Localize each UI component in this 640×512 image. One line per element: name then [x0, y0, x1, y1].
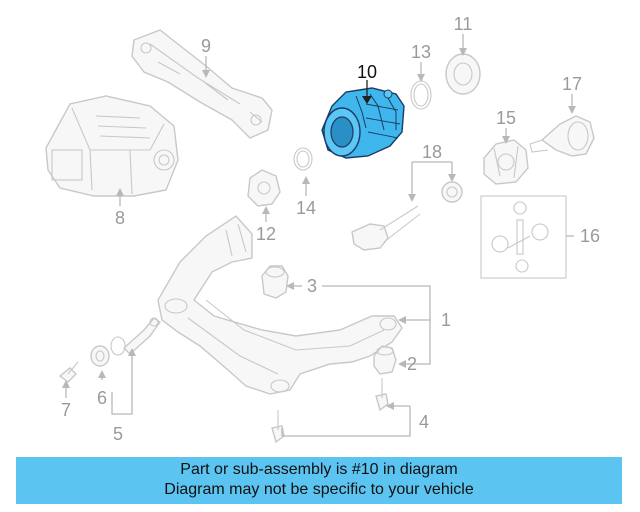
part-10-housing-highlighted [321, 87, 405, 159]
part-16-gear-set [480, 195, 567, 279]
info-banner: Part or sub-assembly is #10 in diagram D… [16, 457, 622, 504]
callout-13: 13 [411, 42, 431, 62]
callout-4: 4 [419, 412, 429, 432]
part-1-subframe [157, 215, 403, 395]
callout-1: 1 [441, 310, 451, 330]
callout-5: 5 [113, 424, 123, 444]
part-11-cover [445, 53, 481, 95]
callout-8: 8 [115, 208, 125, 228]
leader-lines [62, 34, 576, 437]
part-8-carrier-assembly [45, 95, 179, 197]
part-7-bolt [58, 361, 79, 383]
part-13-o-ring [410, 80, 432, 110]
part-15-diff-case [483, 139, 529, 185]
part-14-o-ring [293, 147, 313, 171]
callout-11: 11 [454, 14, 473, 34]
callout-7: 7 [61, 400, 71, 420]
part-3-bushing [261, 265, 289, 299]
callout-labels: 10 9 8 11 13 17 15 18 16 12 14 3 1 2 4 5… [61, 14, 600, 444]
part-6-bushing [90, 345, 110, 367]
callout-3: 3 [307, 276, 317, 296]
callout-15: 15 [496, 108, 516, 128]
part-17-flange-shaft [529, 115, 595, 157]
banner-line-2: Diagram may not be specific to your vehi… [164, 481, 474, 498]
callout-10: 10 [357, 62, 377, 82]
part-4-bolts [271, 378, 389, 444]
callout-14: 14 [296, 198, 316, 218]
callout-12: 12 [256, 224, 276, 244]
part-12-bushing [247, 169, 281, 207]
part-18-axle-shaft [351, 181, 463, 251]
part-5-link [110, 317, 161, 356]
callout-9: 9 [201, 36, 211, 56]
part-2-bushing [373, 345, 397, 375]
callout-18: 18 [422, 142, 442, 162]
part-9-mount-bracket [131, 29, 273, 139]
callout-16: 16 [580, 226, 600, 246]
callout-17: 17 [562, 74, 582, 94]
callout-2: 2 [407, 354, 417, 374]
callout-6: 6 [97, 388, 107, 408]
banner-line-1: Part or sub-assembly is #10 in diagram [180, 461, 458, 478]
